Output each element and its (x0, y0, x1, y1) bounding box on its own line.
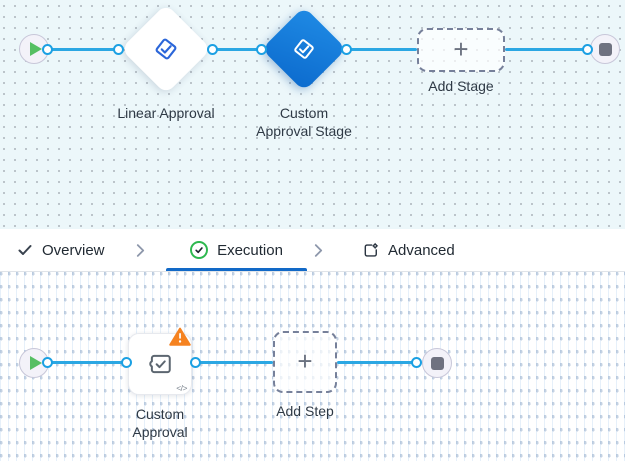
edge (48, 48, 119, 51)
stage-node-custom-approval-stage[interactable] (261, 6, 347, 92)
stop-icon (598, 42, 612, 56)
edge (196, 361, 273, 364)
tab-advanced[interactable]: Advanced (362, 229, 455, 271)
approval-check-icon (294, 39, 314, 59)
tab-overview[interactable]: Overview (17, 229, 105, 271)
connector-port[interactable] (121, 357, 132, 368)
connector-port[interactable] (113, 44, 124, 55)
panel-gear-icon (364, 242, 379, 257)
stage-canvas[interactable]: + Linear Approval Custom Approval Stage … (0, 0, 625, 229)
tab-label: Execution (217, 241, 283, 259)
stage-label-linear-approval: Linear Approval (117, 105, 215, 121)
connector-port[interactable] (42, 44, 53, 55)
add-stage-button[interactable]: + (417, 28, 505, 72)
approval-check-icon (155, 38, 177, 60)
play-icon (30, 356, 42, 370)
connector-port[interactable] (207, 44, 218, 55)
tab-label: Overview (42, 241, 105, 259)
chevron-right-icon (314, 229, 323, 271)
connector-port[interactable] (256, 44, 267, 55)
warning-icon[interactable] (169, 327, 191, 346)
flow-end-node[interactable] (422, 348, 452, 378)
connector-port[interactable] (42, 357, 53, 368)
connector-port[interactable] (190, 357, 201, 368)
connector-port[interactable] (411, 357, 422, 368)
step-canvas[interactable]: </> + Custom Approval Add Step (0, 272, 625, 461)
plus-icon: + (453, 34, 469, 64)
stop-icon (430, 356, 444, 370)
tab-execution[interactable]: Execution (166, 229, 307, 271)
flow-end-node[interactable] (590, 34, 620, 64)
connector-port[interactable] (341, 44, 352, 55)
edge (213, 48, 262, 51)
stage-label-custom-approval-stage: Custom Approval Stage (256, 105, 352, 139)
tab-label: Advanced (388, 241, 455, 259)
puzzle-check-icon (149, 354, 171, 374)
edge (337, 361, 417, 364)
chevron-right-icon (136, 229, 145, 271)
tab-bar: Overview Execution (0, 229, 625, 272)
code-icon: </> (176, 383, 187, 393)
edge (505, 48, 589, 51)
add-stage-label: Add Stage (428, 78, 494, 94)
connector-port[interactable] (582, 44, 593, 55)
edge (347, 48, 417, 51)
active-tab-underline (166, 268, 307, 271)
step-node-custom-approval[interactable]: </> (128, 327, 192, 395)
add-step-button[interactable]: + (273, 331, 337, 393)
edge (48, 361, 127, 364)
stage-node-linear-approval[interactable] (120, 3, 212, 95)
play-icon (30, 42, 42, 56)
add-step-label: Add Step (276, 403, 334, 419)
step-label-custom-approval: Custom Approval (132, 406, 188, 440)
check-icon (18, 245, 32, 255)
success-circle-icon (190, 241, 209, 259)
plus-icon: + (297, 346, 313, 376)
